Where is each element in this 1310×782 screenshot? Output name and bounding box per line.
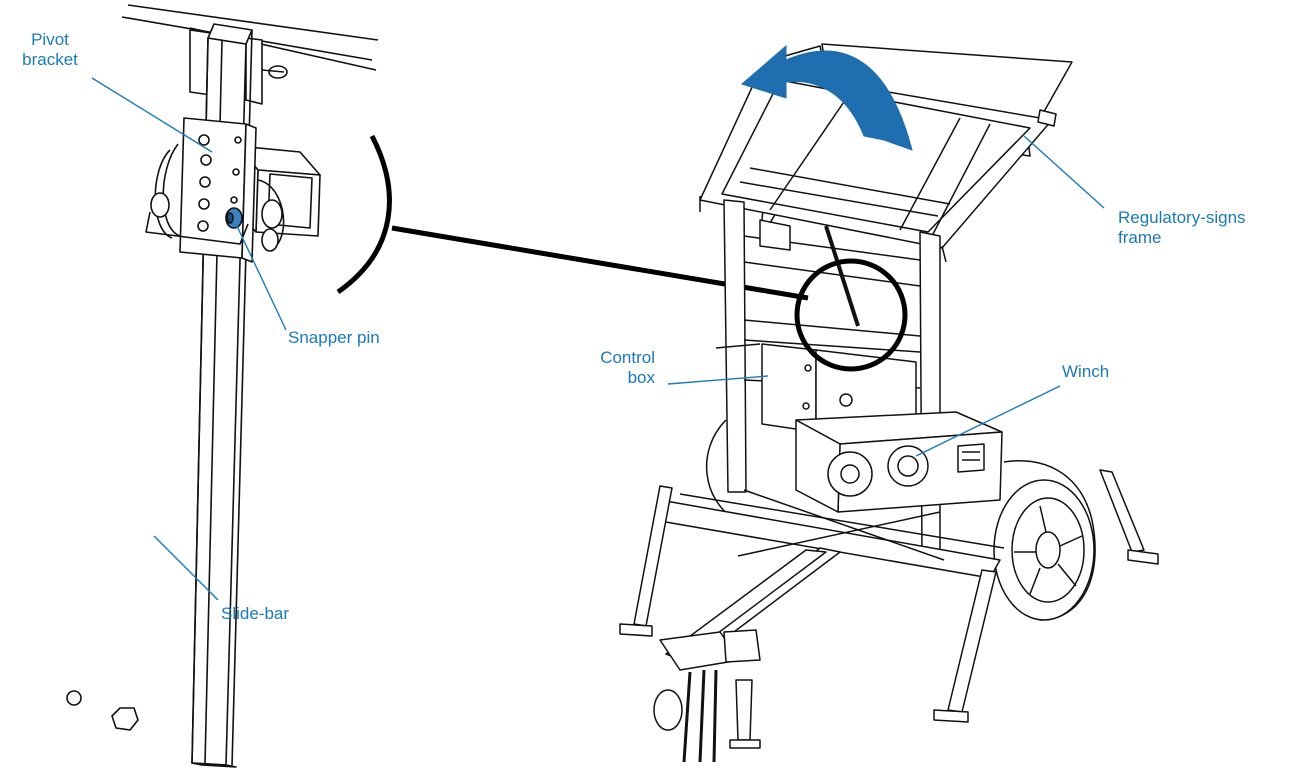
winch-chassis xyxy=(795,411,1003,513)
detail-arc xyxy=(336,134,392,295)
leader-winch xyxy=(915,385,1061,457)
leader-control-box xyxy=(667,375,769,385)
label-winch-text: Winch xyxy=(1062,362,1110,381)
snapper-pin xyxy=(225,207,243,229)
detail-connector-line xyxy=(391,225,809,301)
leader-regulatory-signs-frame xyxy=(1023,135,1105,209)
rotation-arrow-icon xyxy=(740,44,913,151)
right-wheel xyxy=(993,459,1096,621)
stabilizer-jacks xyxy=(619,469,1159,723)
detail-circle-icon xyxy=(794,258,908,372)
label-regulatory-signs-frame-line1: Regulatory-signs xyxy=(1118,208,1246,227)
label-pivot-bracket: Pivot bracket xyxy=(5,30,95,70)
label-snapper-pin-text: Snapper pin xyxy=(288,328,380,347)
leader-snapper-pin xyxy=(235,223,287,331)
leader-pivot-bracket xyxy=(91,77,213,153)
label-control-box-line1: Control xyxy=(600,348,655,367)
label-pivot-bracket-line1: Pivot xyxy=(31,30,69,49)
label-snapper-pin: Snapper pin xyxy=(288,328,380,348)
label-winch: Winch xyxy=(1062,362,1109,382)
bottom-bolts xyxy=(66,690,139,731)
label-control-box-line2: box xyxy=(627,368,655,387)
clevis-brackets xyxy=(145,143,285,252)
trailer-view xyxy=(619,43,1159,763)
label-regulatory-signs-frame: Regulatory-signs frame xyxy=(1118,208,1246,248)
label-slide-bar-text: Slide-bar xyxy=(221,604,290,623)
label-control-box: Control box xyxy=(560,348,655,388)
trailer-tongue xyxy=(653,547,841,763)
leader-lines xyxy=(91,77,1105,601)
base-frame xyxy=(653,489,1005,579)
label-slide-bar: Slide-bar xyxy=(221,604,289,624)
label-regulatory-signs-frame-line2: frame xyxy=(1118,228,1162,247)
leader-slide-bar xyxy=(153,535,219,601)
label-pivot-bracket-line2: bracket xyxy=(22,50,78,69)
detail-view xyxy=(66,4,392,768)
